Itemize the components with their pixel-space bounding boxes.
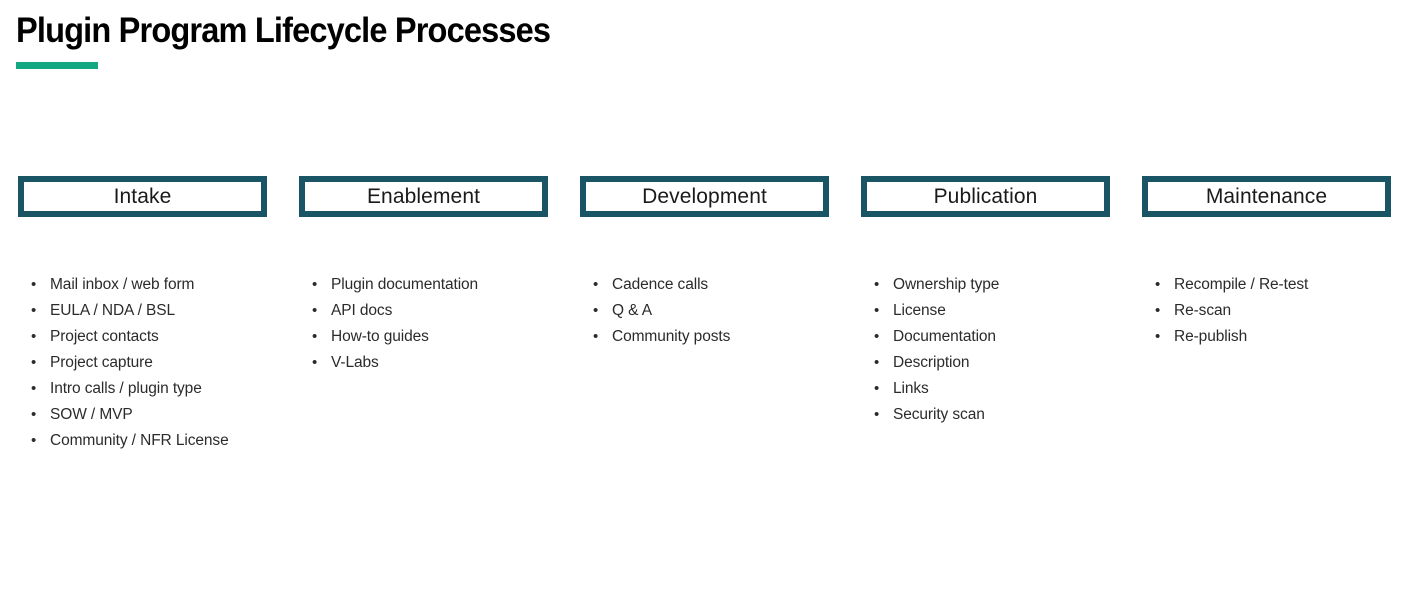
- list-item-label: Community posts: [612, 328, 731, 345]
- bullet-dot-icon: •: [1155, 328, 1161, 345]
- list-item: • Recompile / Re-test: [1142, 272, 1391, 298]
- bullet-dot-icon: •: [31, 276, 37, 293]
- bullet-dot-icon: •: [312, 328, 318, 345]
- list-item-label: How-to guides: [331, 328, 429, 345]
- list-item-label: SOW / MVP: [50, 406, 133, 423]
- phase-column-publication: Publication • Ownership type • License • Docum…: [861, 176, 1110, 428]
- list-item-label: Community / NFR License: [50, 432, 229, 449]
- list-item-label: Documentation: [893, 328, 996, 345]
- list-item: • Documentation: [861, 324, 1110, 350]
- list-item-label: Security scan: [893, 406, 985, 423]
- lifecycle-phase-columns: Intake • Mail inbox / web form • EULA / NDA …: [18, 176, 1410, 454]
- bullet-dot-icon: •: [593, 328, 599, 345]
- phase-column-enablement: Enablement • Plugin documentation • API docs…: [299, 176, 548, 376]
- list-item-label: Re-scan: [1174, 302, 1232, 319]
- phase-column-intake: Intake • Mail inbox / web form • EULA / NDA …: [18, 176, 267, 454]
- phase-header-box[interactable]: Publication: [861, 176, 1110, 217]
- list-item-label: Intro calls / plugin type: [50, 380, 202, 397]
- phase-header-label: Intake: [113, 185, 172, 208]
- bullet-dot-icon: •: [1155, 302, 1161, 319]
- title-block: Plugin Program Lifecycle Processes: [16, 8, 590, 69]
- phase-header-box[interactable]: Maintenance: [1142, 176, 1391, 217]
- phase-header-label: Maintenance: [1205, 185, 1328, 208]
- list-item-label: Project capture: [50, 354, 153, 371]
- title-accent-bar: [16, 62, 98, 69]
- phase-bullet-list: • Plugin documentation • API docs • How-to gu…: [299, 272, 548, 376]
- bullet-dot-icon: •: [874, 380, 880, 397]
- bullet-dot-icon: •: [593, 302, 599, 319]
- list-item-label: Recompile / Re-test: [1174, 276, 1309, 293]
- phase-header-box[interactable]: Intake: [18, 176, 267, 217]
- list-item-label: Plugin documentation: [331, 276, 479, 293]
- list-item: • Community / NFR License: [18, 428, 267, 454]
- list-item: • Description: [861, 350, 1110, 376]
- list-item: • Re-publish: [1142, 324, 1391, 350]
- list-item: • License: [861, 298, 1110, 324]
- bullet-dot-icon: •: [31, 302, 37, 319]
- list-item-label: API docs: [331, 302, 393, 319]
- list-item: • Plugin documentation: [299, 272, 548, 298]
- bullet-dot-icon: •: [31, 432, 37, 449]
- list-item: • EULA / NDA / BSL: [18, 298, 267, 324]
- list-item-label: Description: [893, 354, 970, 371]
- list-item: • Project capture: [18, 350, 267, 376]
- bullet-dot-icon: •: [31, 380, 37, 397]
- bullet-dot-icon: •: [874, 302, 880, 319]
- list-item-label: License: [893, 302, 946, 319]
- bullet-dot-icon: •: [874, 328, 880, 345]
- phase-header-label: Enablement: [366, 185, 481, 208]
- phase-header-box[interactable]: Development: [580, 176, 829, 217]
- list-item-label: V-Labs: [331, 354, 379, 371]
- list-item: • Intro calls / plugin type: [18, 376, 267, 402]
- bullet-dot-icon: •: [312, 276, 318, 293]
- list-item-label: Q & A: [612, 302, 652, 319]
- bullet-dot-icon: •: [31, 328, 37, 345]
- list-item: • Links: [861, 376, 1110, 402]
- bullet-dot-icon: •: [874, 354, 880, 371]
- phase-header-label: Publication: [933, 185, 1038, 208]
- list-item: • Re-scan: [1142, 298, 1391, 324]
- bullet-dot-icon: •: [874, 406, 880, 423]
- list-item-label: Project contacts: [50, 328, 159, 345]
- phase-bullet-list: • Recompile / Re-test • Re-scan • Re-publish: [1142, 272, 1391, 350]
- list-item: • Project contacts: [18, 324, 267, 350]
- phase-header-box[interactable]: Enablement: [299, 176, 548, 217]
- list-item: • SOW / MVP: [18, 402, 267, 428]
- list-item: • API docs: [299, 298, 548, 324]
- list-item: • Security scan: [861, 402, 1110, 428]
- phase-header-label: Development: [642, 185, 767, 208]
- bullet-dot-icon: •: [874, 276, 880, 293]
- list-item: • How-to guides: [299, 324, 548, 350]
- bullet-dot-icon: •: [31, 406, 37, 423]
- list-item-label: Cadence calls: [612, 276, 709, 293]
- phase-column-development: Development • Cadence calls • Q & A • Communit…: [580, 176, 829, 350]
- bullet-dot-icon: •: [1155, 276, 1161, 293]
- bullet-dot-icon: •: [31, 354, 37, 371]
- list-item-label: Re-publish: [1174, 328, 1248, 345]
- phase-bullet-list: •Mail inbox / web form•EULA / NDA / BSL•…: [18, 272, 267, 454]
- list-item: • V-Labs: [299, 350, 548, 376]
- bullet-dot-icon: •: [312, 354, 318, 371]
- bullet-dot-icon: •: [312, 302, 318, 319]
- list-item-label: Links: [893, 380, 929, 397]
- phase-column-maintenance: Maintenance•Recompile / Re-test•Re-scan•…: [1142, 176, 1391, 350]
- list-item: • Cadence calls: [580, 272, 829, 298]
- bullet-dot-icon: •: [593, 276, 599, 293]
- phase-bullet-list: • Cadence calls • Q & A • Community posts: [580, 272, 829, 350]
- phase-bullet-list: • Ownership type • License • Documentation • De…: [861, 272, 1110, 428]
- list-item-label: Mail inbox / web form: [50, 276, 195, 293]
- list-item: • Ownership type: [861, 272, 1110, 298]
- list-item: • Community posts: [580, 324, 829, 350]
- page-title: Plugin Program Lifecycle Processes: [16, 11, 551, 50]
- list-item: • Q & A: [580, 298, 829, 324]
- list-item-label: EULA / NDA / BSL: [50, 302, 176, 319]
- list-item-label: Ownership type: [893, 276, 1000, 293]
- list-item: • Mail inbox / web form: [18, 272, 267, 298]
